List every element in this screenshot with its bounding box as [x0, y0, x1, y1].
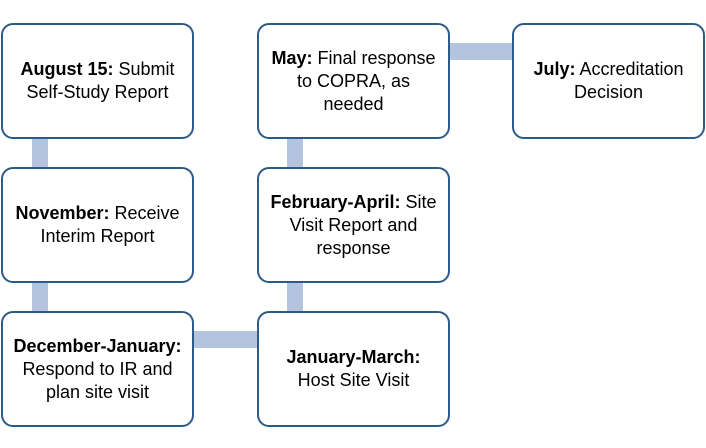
- connector-jan-feb: [287, 280, 303, 314]
- step-label-january-march: January-March:: [286, 347, 421, 367]
- step-label-november: November:: [15, 203, 110, 223]
- step-text-december-january: Respond to IR and plan site visit: [22, 358, 173, 402]
- step-box-may: May: Final response to COPRA, as needed: [257, 23, 450, 139]
- step-text-february-april: Site Visit Report and response: [289, 191, 437, 258]
- step-text-january-march: Host Site Visit: [297, 370, 410, 390]
- connector-may-july: [446, 43, 516, 60]
- step-label-july: July:: [533, 59, 576, 79]
- step-label-may: May:: [271, 47, 313, 68]
- step-box-february-april: February-April: Site Visit Report and re…: [257, 167, 450, 283]
- step-label-february-april: February-April:: [270, 191, 401, 212]
- step-label-december-january: December-January:: [13, 335, 182, 356]
- step-text-may: Final response to COPRA, as needed: [296, 47, 436, 114]
- connector-nov-dec: [32, 280, 48, 314]
- step-box-january-march: January-March: Host Site Visit: [257, 311, 450, 427]
- connector-aug-nov: [32, 136, 48, 170]
- connector-feb-may: [287, 136, 303, 170]
- step-label-august-15: August 15:: [20, 59, 114, 79]
- step-box-august-15: August 15: Submit Self-Study Report: [1, 23, 194, 139]
- step-text-november: Receive Interim Report: [40, 203, 180, 246]
- step-text-july: Accreditation Decision: [573, 59, 684, 102]
- connector-dec-jan: [191, 331, 261, 348]
- step-box-november: November: Receive Interim Report: [1, 167, 194, 283]
- step-text-august-15: Submit Self-Study Report: [26, 59, 175, 102]
- step-box-december-january: December-January: Respond to IR and plan…: [1, 311, 194, 427]
- step-box-july: July: Accreditation Decision: [512, 23, 705, 139]
